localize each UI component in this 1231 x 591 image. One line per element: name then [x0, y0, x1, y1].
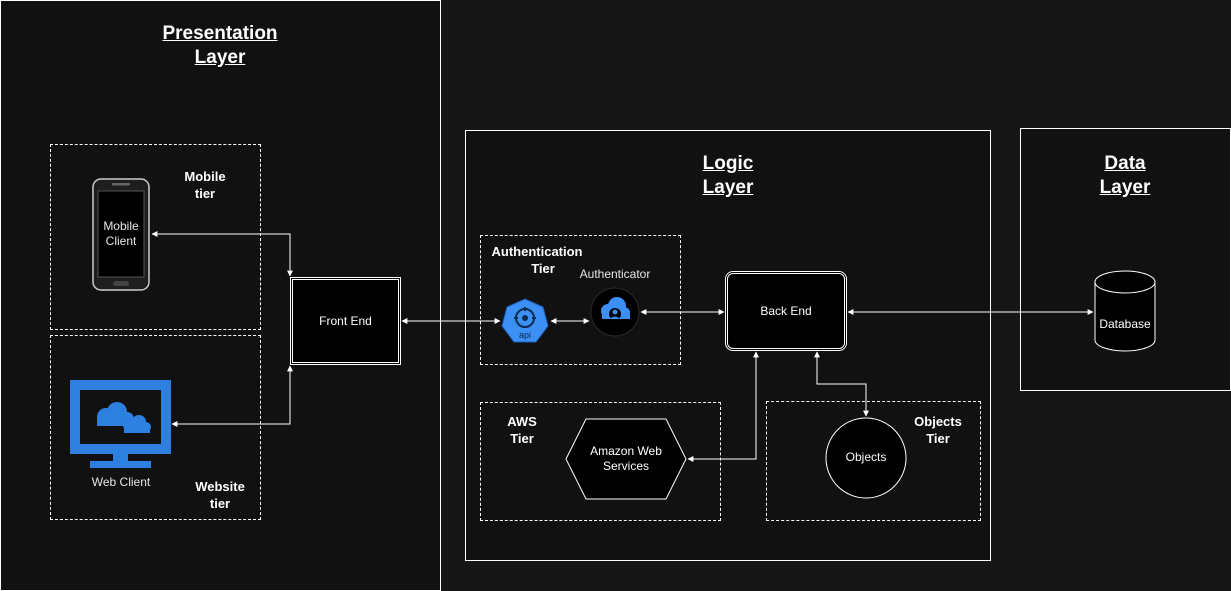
authentication-tier [480, 235, 681, 365]
objects-label: Objects [845, 450, 887, 464]
mobile-client-node[interactable]: Mobile Client [92, 178, 150, 291]
front-end-node[interactable]: Front End [290, 277, 401, 365]
web-client-label: Web Client [91, 475, 151, 489]
mobile-tier-title: Mobile tier [184, 169, 226, 201]
cloud-user-icon [590, 287, 640, 337]
hexagon-shape [565, 418, 687, 500]
api-node[interactable]: api [501, 298, 549, 346]
api-icon: api [501, 298, 549, 343]
objects-tier-title: Objects Tier [914, 414, 962, 446]
database-node[interactable]: Database [1094, 270, 1156, 352]
presentation-layer-title: Presentation Layer [162, 23, 278, 68]
data-layer-title: Data Layer [1099, 153, 1151, 198]
front-end-label: Front End [319, 313, 372, 328]
aws-node[interactable]: Amazon Web Services [565, 418, 687, 500]
back-end-node[interactable]: Back End [725, 271, 847, 351]
back-end-label: Back End [760, 303, 812, 318]
objects-tier [766, 401, 981, 521]
logic-layer-title: Logic Layer [702, 153, 754, 198]
authenticator-label: Authenticator [579, 267, 651, 281]
authenticator-node[interactable] [590, 287, 640, 337]
api-icon-label: api [519, 330, 531, 340]
aws-tier-title: AWS Tier [507, 414, 537, 446]
monitor-cloud-icon [70, 380, 171, 468]
database-label: Database [1099, 317, 1151, 331]
smartphone-icon [92, 178, 150, 291]
objects-node[interactable]: Objects [825, 417, 907, 499]
database-cylinder-icon [1094, 270, 1156, 352]
website-tier [50, 335, 261, 520]
circle-shape [825, 417, 907, 499]
authentication-tier-title: Authentication Tier [491, 244, 583, 276]
website-tier-title: Website tier [195, 479, 245, 511]
data-layer [1020, 128, 1231, 391]
web-client-node[interactable] [70, 378, 172, 470]
